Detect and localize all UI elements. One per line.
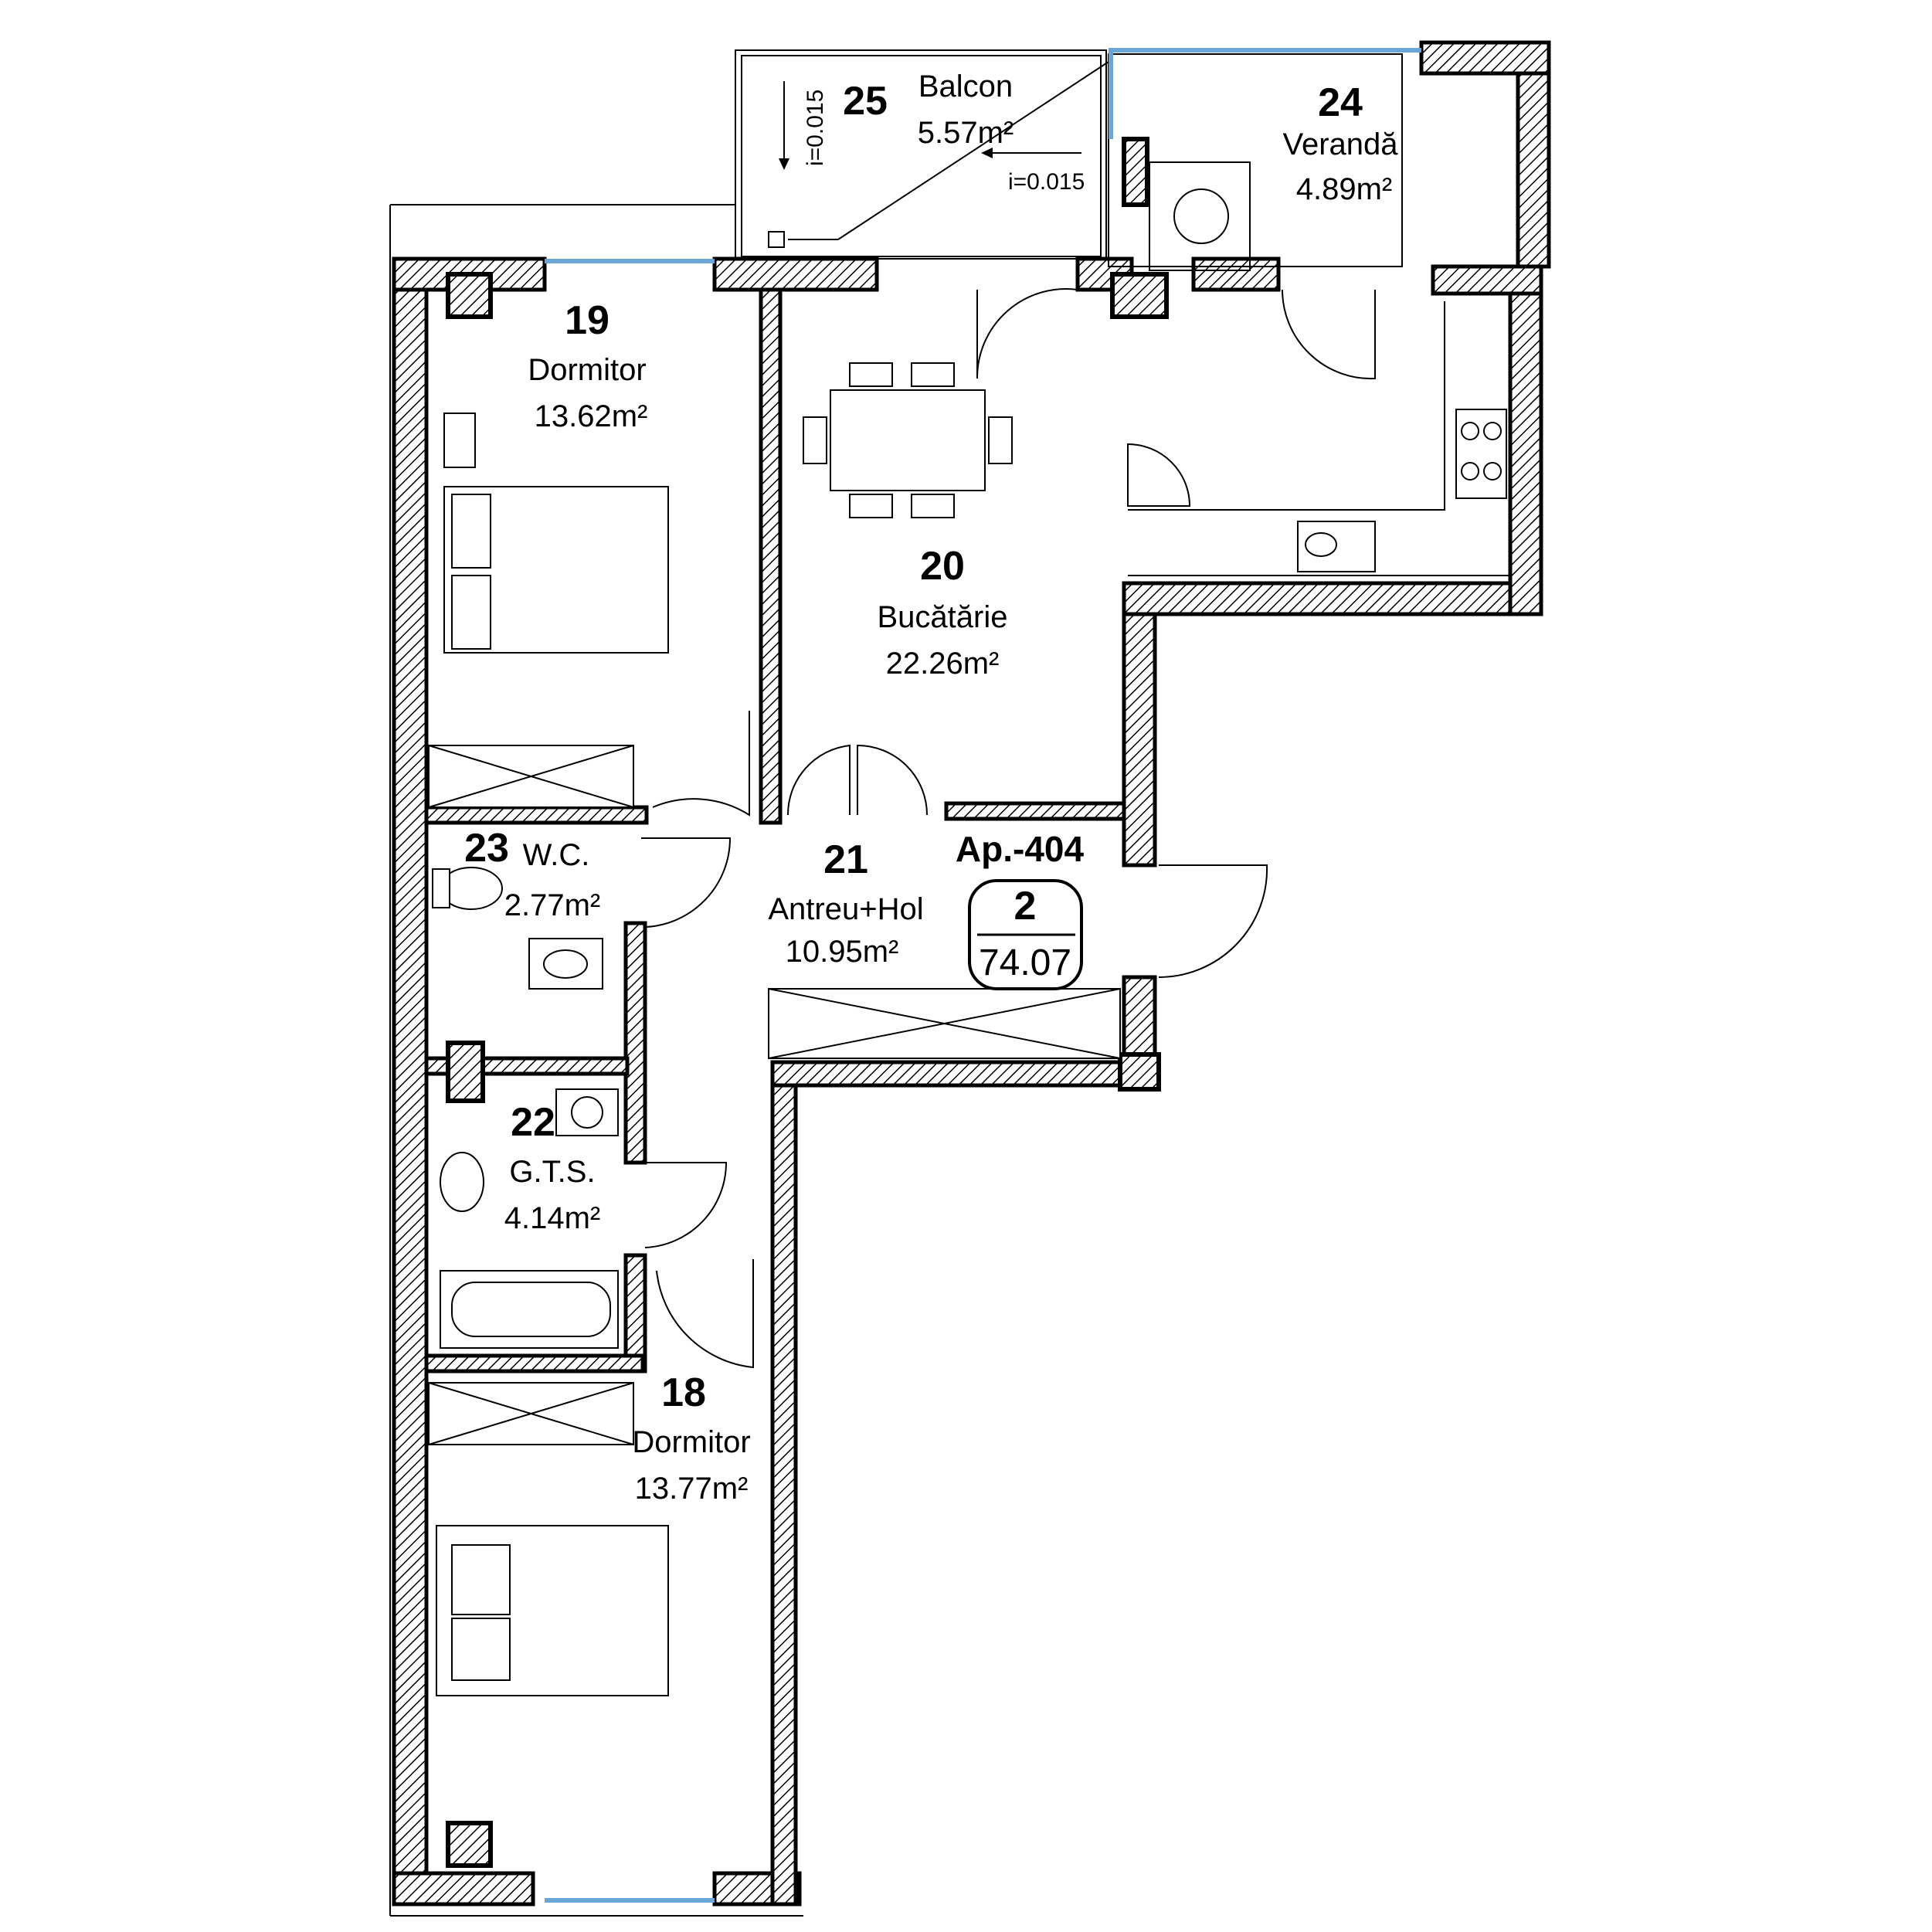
room-area-21: 10.95m²: [786, 935, 899, 969]
room-area-20: 22.26m²: [886, 647, 1000, 681]
room-area-22: 4.14m²: [504, 1201, 601, 1235]
doors: [641, 288, 1376, 1369]
room-name-25: Balcon: [918, 70, 1013, 104]
apartment-code: Ap.-404: [956, 829, 1085, 869]
room-name-18: Dormitor: [632, 1425, 750, 1459]
room-area-18: 13.77m²: [635, 1472, 749, 1506]
balcony-outline: [389, 49, 1403, 1917]
room-number-19: 19: [565, 298, 609, 343]
apartment-total-area: 74.07: [979, 942, 1071, 983]
room-number-18: 18: [661, 1370, 706, 1415]
room-area-19: 13.62m²: [535, 399, 648, 433]
room-area-23: 2.77m²: [504, 888, 601, 922]
room-area-25: 5.57m²: [918, 116, 1014, 150]
apartment-rooms-count: 2: [1014, 884, 1037, 929]
room-area-24: 4.89m²: [1296, 172, 1393, 206]
room-number-21: 21: [823, 837, 868, 882]
room-name-19: Dormitor: [528, 353, 646, 387]
windows: [545, 48, 1421, 1903]
room-number-22: 22: [511, 1100, 555, 1145]
room-name-21: Antreu+Hol: [768, 892, 923, 926]
room-number-23: 23: [464, 826, 509, 871]
room-number-25: 25: [843, 79, 888, 124]
furniture: [428, 61, 1510, 1696]
apartment-badge: Ap.-404 2 74.07: [956, 829, 1085, 990]
room-number-24: 24: [1318, 80, 1363, 125]
room-name-23: W.C.: [523, 838, 590, 872]
slope-horizontal-label: i=0.015: [1008, 169, 1085, 195]
room-name-22: G.T.S.: [509, 1155, 595, 1189]
room-number-20: 20: [920, 544, 965, 589]
room-name-24: Verandă: [1282, 127, 1398, 161]
room-labels: 18 Dormitor 13.77m² 19 Dormitor 13.62m² …: [464, 70, 1398, 1506]
slope-vertical-label: i=0.015: [803, 90, 828, 166]
room-name-20: Bucătărie: [878, 600, 1008, 634]
